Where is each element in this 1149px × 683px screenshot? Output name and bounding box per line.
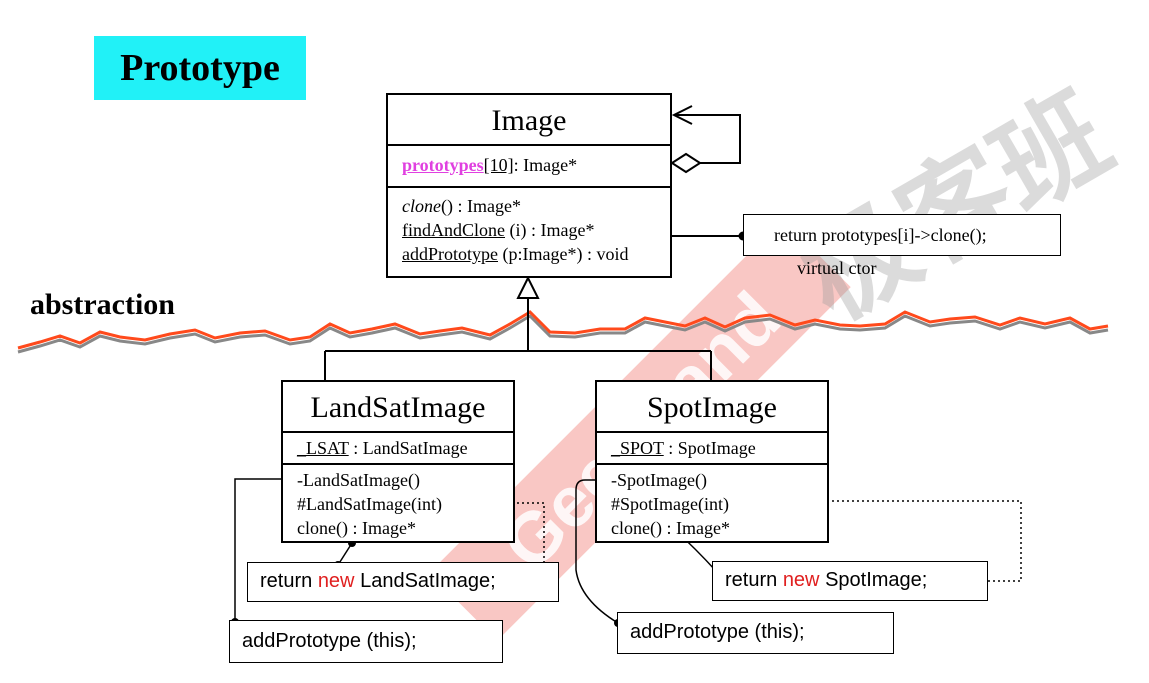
abstraction-line-shadow [17,314,1109,354]
generalization-triangle [516,275,540,299]
prototypes-attr-name: prototypes [402,155,484,175]
abstraction-line [17,310,1109,350]
landsat-return-new-keyword: new [317,570,355,592]
spot-attr-type: : SpotImage [663,438,756,458]
spot-return-pre: return [725,569,783,591]
lsat-attr-name: _LSAT [297,438,349,458]
image-class-name-section: Image [388,95,670,146]
method-clone-name: clone [402,196,441,216]
title-box: Prototype [94,36,306,100]
spot-ctor-connector [575,479,619,624]
spot-class-methods: -SpotImage() #SpotImage(int) clone() : I… [597,465,827,540]
method-clone-rest: () : Image* [440,196,521,216]
prototypes-attr-index: [10] [483,155,514,175]
spot-protected-ctor: #SpotImage(int) [611,494,729,514]
landsat-class[interactable]: LandSatImage _LSAT : LandSatImage -LandS… [281,380,515,543]
image-class-attributes: prototypes[10]: Image* [388,146,670,188]
virtual-ctor-note: return prototypes[i]->clone(); [743,214,1061,256]
image-class-name: Image [491,104,567,137]
spot-add-prototype-code: addPrototype (this); [617,612,894,654]
spot-clone-method: clone() : Image* [611,518,730,538]
self-association [674,114,741,164]
landsat-ctor-connector [234,478,288,622]
spot-attribute: _SPOT : SpotImage [611,436,827,460]
prototypes-attribute: prototypes[10]: Image* [402,153,670,177]
lsat-attribute: _LSAT : LandSatImage [297,436,513,460]
aggregation-diamond [670,152,702,174]
self-association-arrow [671,105,693,125]
image-class[interactable]: Image prototypes[10]: Image* clone() : I… [386,93,672,278]
method-findandclone-name: findAndClone [402,220,505,240]
note-text: return prototypes[i]->clone(); [774,225,987,245]
spot-class-attributes: _SPOT : SpotImage [597,433,827,465]
method-findandclone-rest: (i) : Image* [505,220,595,240]
method-clone: clone() : Image* [402,194,670,218]
spot-return-post: SpotImage; [819,569,928,591]
method-addprototype-rest: (p:Image*) : void [498,244,629,264]
lsat-attr-type: : LandSatImage [348,438,468,458]
landsat-protected-ctor: #LandSatImage(int) [297,494,442,514]
page-title: Prototype [120,47,280,89]
landsat-class-methods: -LandSatImage() #LandSatImage(int) clone… [283,465,513,540]
landsat-private-ctor: -LandSatImage() [297,470,420,490]
spot-dotted-dependency [765,500,1022,582]
spot-return-code: return new SpotImage; [712,561,988,601]
landsat-clone-connector [337,542,353,566]
prototypes-attr-type: : Image* [513,155,578,175]
landsat-return-code: return new LandSatImage; [247,562,559,602]
spot-attr-name: _SPOT [611,438,664,458]
spot-class[interactable]: SpotImage _SPOT : SpotImage -SpotImage()… [595,380,829,543]
note-caption: virtual ctor [797,258,877,278]
spot-class-name-section: SpotImage [597,382,827,433]
landsat-add-prototype-code: addPrototype (this); [229,620,503,663]
landsat-class-name: LandSatImage [310,391,486,424]
method-addprototype-name: addPrototype [402,244,498,264]
landsat-class-attributes: _LSAT : LandSatImage [283,433,513,465]
spot-class-name: SpotImage [647,391,777,424]
method-addprototype: addPrototype (p:Image*) : void [402,242,670,266]
landsat-return-pre: return [260,570,318,592]
method-findandclone: findAndClone (i) : Image* [402,218,670,242]
abstraction-label: abstraction [30,288,175,321]
landsat-dotted-dependency [480,502,545,563]
landsat-class-name-section: LandSatImage [283,382,513,433]
landsat-clone-method: clone() : Image* [297,518,416,538]
spot-private-ctor: -SpotImage() [611,470,707,490]
image-class-methods: clone() : Image* findAndClone (i) : Imag… [388,188,670,266]
spot-return-new-keyword: new [782,569,820,591]
landsat-return-post: LandSatImage; [354,570,496,592]
